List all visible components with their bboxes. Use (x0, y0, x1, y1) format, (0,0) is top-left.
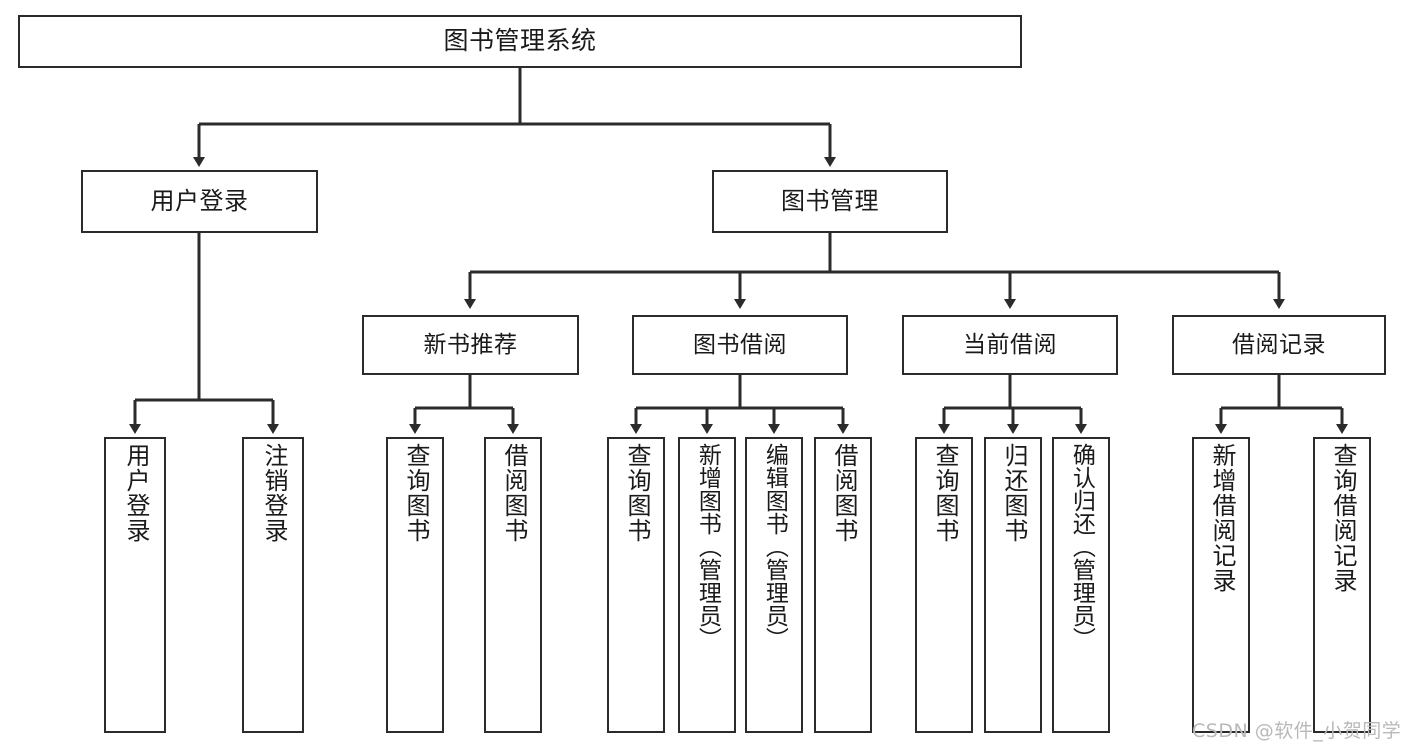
leaf-node[interactable]: 归还图书 (984, 437, 1042, 733)
leaf-node[interactable]: 查询借阅记录 (1313, 437, 1371, 733)
node-current-borrow[interactable]: 当前借阅 (902, 315, 1118, 375)
leaf-node-label: 用户登录 (121, 443, 150, 543)
leaf-node-label: 新增借阅记录 (1207, 443, 1236, 593)
leaf-node[interactable]: 查询图书 (607, 437, 665, 733)
node-borrow-records[interactable]: 借阅记录 (1172, 315, 1386, 375)
node-book-management[interactable]: 图书管理 (712, 170, 948, 233)
node-user-login[interactable]: 用户登录 (81, 170, 318, 233)
leaf-node-label: 借阅图书 (499, 443, 528, 543)
node-user-login-label: 用户登录 (150, 186, 249, 215)
node-book-management-label: 图书管理 (781, 186, 879, 215)
leaf-node[interactable]: 新增图书（管理员） (678, 437, 736, 733)
leaf-node[interactable]: 新增借阅记录 (1192, 437, 1250, 733)
leaf-node-label: 编辑图书（管理员） (761, 443, 788, 650)
node-book-borrow[interactable]: 图书借阅 (632, 315, 848, 375)
leaf-node-label: 借阅图书 (829, 443, 858, 543)
leaf-node[interactable]: 用户登录 (104, 437, 166, 733)
leaf-node-label: 注销登录 (259, 443, 288, 543)
node-current-borrow-label: 当前借阅 (963, 331, 1057, 358)
node-new-book-recommend[interactable]: 新书推荐 (362, 315, 579, 375)
node-borrow-records-label: 借阅记录 (1232, 331, 1326, 358)
leaf-node-label: 查询图书 (622, 443, 651, 543)
node-root[interactable]: 图书管理系统 (18, 15, 1022, 68)
leaf-node-label: 查询图书 (930, 443, 959, 543)
leaf-node-label: 新增图书（管理员） (694, 443, 721, 650)
leaf-node[interactable]: 借阅图书 (814, 437, 872, 733)
leaf-node[interactable]: 借阅图书 (484, 437, 542, 733)
node-root-label: 图书管理系统 (443, 26, 597, 56)
leaf-node[interactable]: 注销登录 (242, 437, 304, 733)
leaf-node-label: 查询借阅记录 (1328, 443, 1357, 593)
csdn-watermark: CSDN @软件_小贺同学 (1192, 720, 1402, 742)
leaf-node[interactable]: 查询图书 (915, 437, 973, 733)
leaf-node-label: 查询图书 (401, 443, 430, 543)
leaf-node-label: 归还图书 (999, 443, 1028, 543)
node-new-book-recommend-label: 新书推荐 (423, 331, 518, 358)
leaf-node[interactable]: 查询图书 (386, 437, 444, 733)
node-book-borrow-label: 图书借阅 (693, 331, 787, 358)
leaf-node[interactable]: 编辑图书（管理员） (745, 437, 803, 733)
leaf-node[interactable]: 确认归还（管理员） (1052, 437, 1110, 733)
leaf-node-label: 确认归还（管理员） (1068, 443, 1095, 650)
